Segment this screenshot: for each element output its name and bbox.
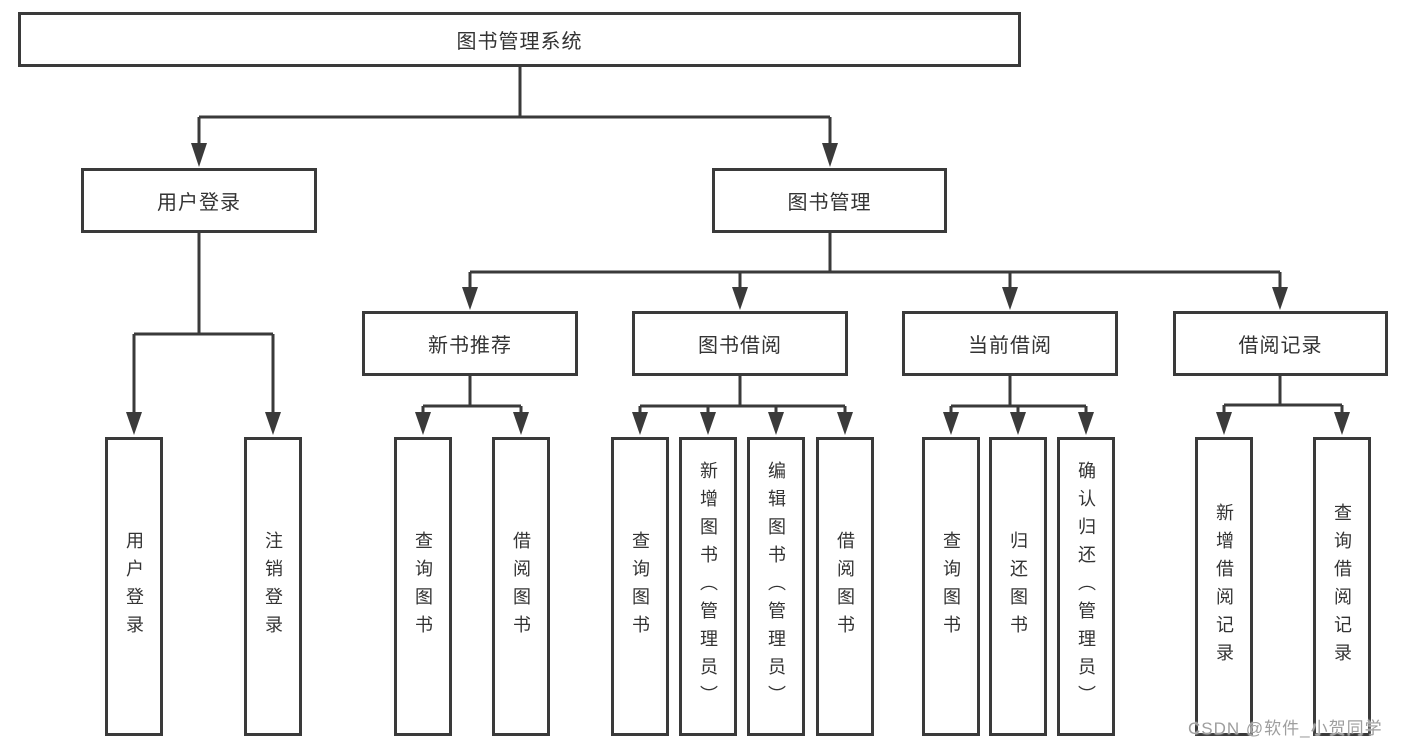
leaf-newbook-query-books: 查询图书	[394, 437, 452, 736]
node-label: 图书管理	[787, 192, 872, 214]
leaf-logout: 注销登录	[244, 437, 302, 736]
connector-userlogin-children	[132, 233, 275, 413]
arrowheads-userlogin-children	[126, 412, 281, 435]
node-label: 借阅记录	[1238, 335, 1323, 357]
node-book-management: 图书管理	[712, 168, 947, 233]
node-label: 查询图书	[941, 530, 961, 643]
arrowheads-level3	[462, 287, 1288, 310]
csdn-watermark: CSDN @软件_小贺同学	[1188, 719, 1383, 738]
node-user-login: 用户登录	[81, 168, 317, 233]
node-label: 查询借阅记录	[1332, 502, 1352, 671]
node-label: 图书管理系统	[456, 31, 583, 53]
leaf-borrow-query-books: 查询图书	[611, 437, 669, 736]
node-label: 归还图书	[1008, 530, 1028, 643]
connector-bookmgmt-to-level3	[468, 233, 1282, 289]
node-label: 新书推荐	[428, 335, 512, 357]
node-label: 用户登录	[157, 192, 241, 214]
connector-newbook-children	[421, 376, 523, 413]
arrowheads-currentborrow-children	[943, 412, 1094, 435]
connector-currentborrow-children	[949, 376, 1088, 413]
leaf-query-borrow-record: 查询借阅记录	[1313, 437, 1371, 736]
arrowheads-level2	[191, 143, 838, 167]
leaf-newbook-borrow-books: 借阅图书	[492, 437, 550, 736]
leaf-add-books-admin: 新增图书（管理员）	[679, 437, 737, 736]
node-new-book-recommend: 新书推荐	[362, 311, 578, 376]
leaf-user-login: 用户登录	[105, 437, 163, 736]
node-book-borrow: 图书借阅	[632, 311, 848, 376]
leaf-edit-books-admin: 编辑图书（管理员）	[747, 437, 805, 736]
leaf-return-books: 归还图书	[989, 437, 1047, 736]
node-label: 注销登录	[263, 530, 283, 643]
node-label: 借阅图书	[835, 530, 855, 643]
leaf-add-borrow-record: 新增借阅记录	[1195, 437, 1253, 736]
connector-borrowrecords-children	[1222, 376, 1344, 413]
node-label: 借阅图书	[511, 530, 531, 643]
node-label: 查询图书	[630, 530, 650, 643]
node-label: 用户登录	[124, 530, 144, 643]
arrowheads-borrowrecords-children	[1216, 412, 1350, 435]
leaf-current-query-books: 查询图书	[922, 437, 980, 736]
arrowheads-newbook-children	[415, 412, 529, 435]
node-label: 当前借阅	[968, 335, 1052, 357]
connector-bookborrow-children	[638, 376, 847, 413]
node-label: 图书借阅	[698, 335, 782, 357]
node-borrow-records: 借阅记录	[1173, 311, 1388, 376]
node-label: 确认归还（管理员）	[1076, 460, 1096, 713]
leaf-confirm-return-admin: 确认归还（管理员）	[1057, 437, 1115, 736]
node-label: 查询图书	[413, 530, 433, 643]
connector-root-to-level2	[197, 67, 832, 146]
node-current-borrow: 当前借阅	[902, 311, 1118, 376]
node-label: 编辑图书（管理员）	[766, 460, 786, 713]
node-label: 新增借阅记录	[1214, 502, 1234, 671]
node-label: 新增图书（管理员）	[698, 460, 718, 713]
arrowheads-bookborrow-children	[632, 412, 853, 435]
node-root-library-system: 图书管理系统	[18, 12, 1021, 67]
leaf-borrow-books: 借阅图书	[816, 437, 874, 736]
